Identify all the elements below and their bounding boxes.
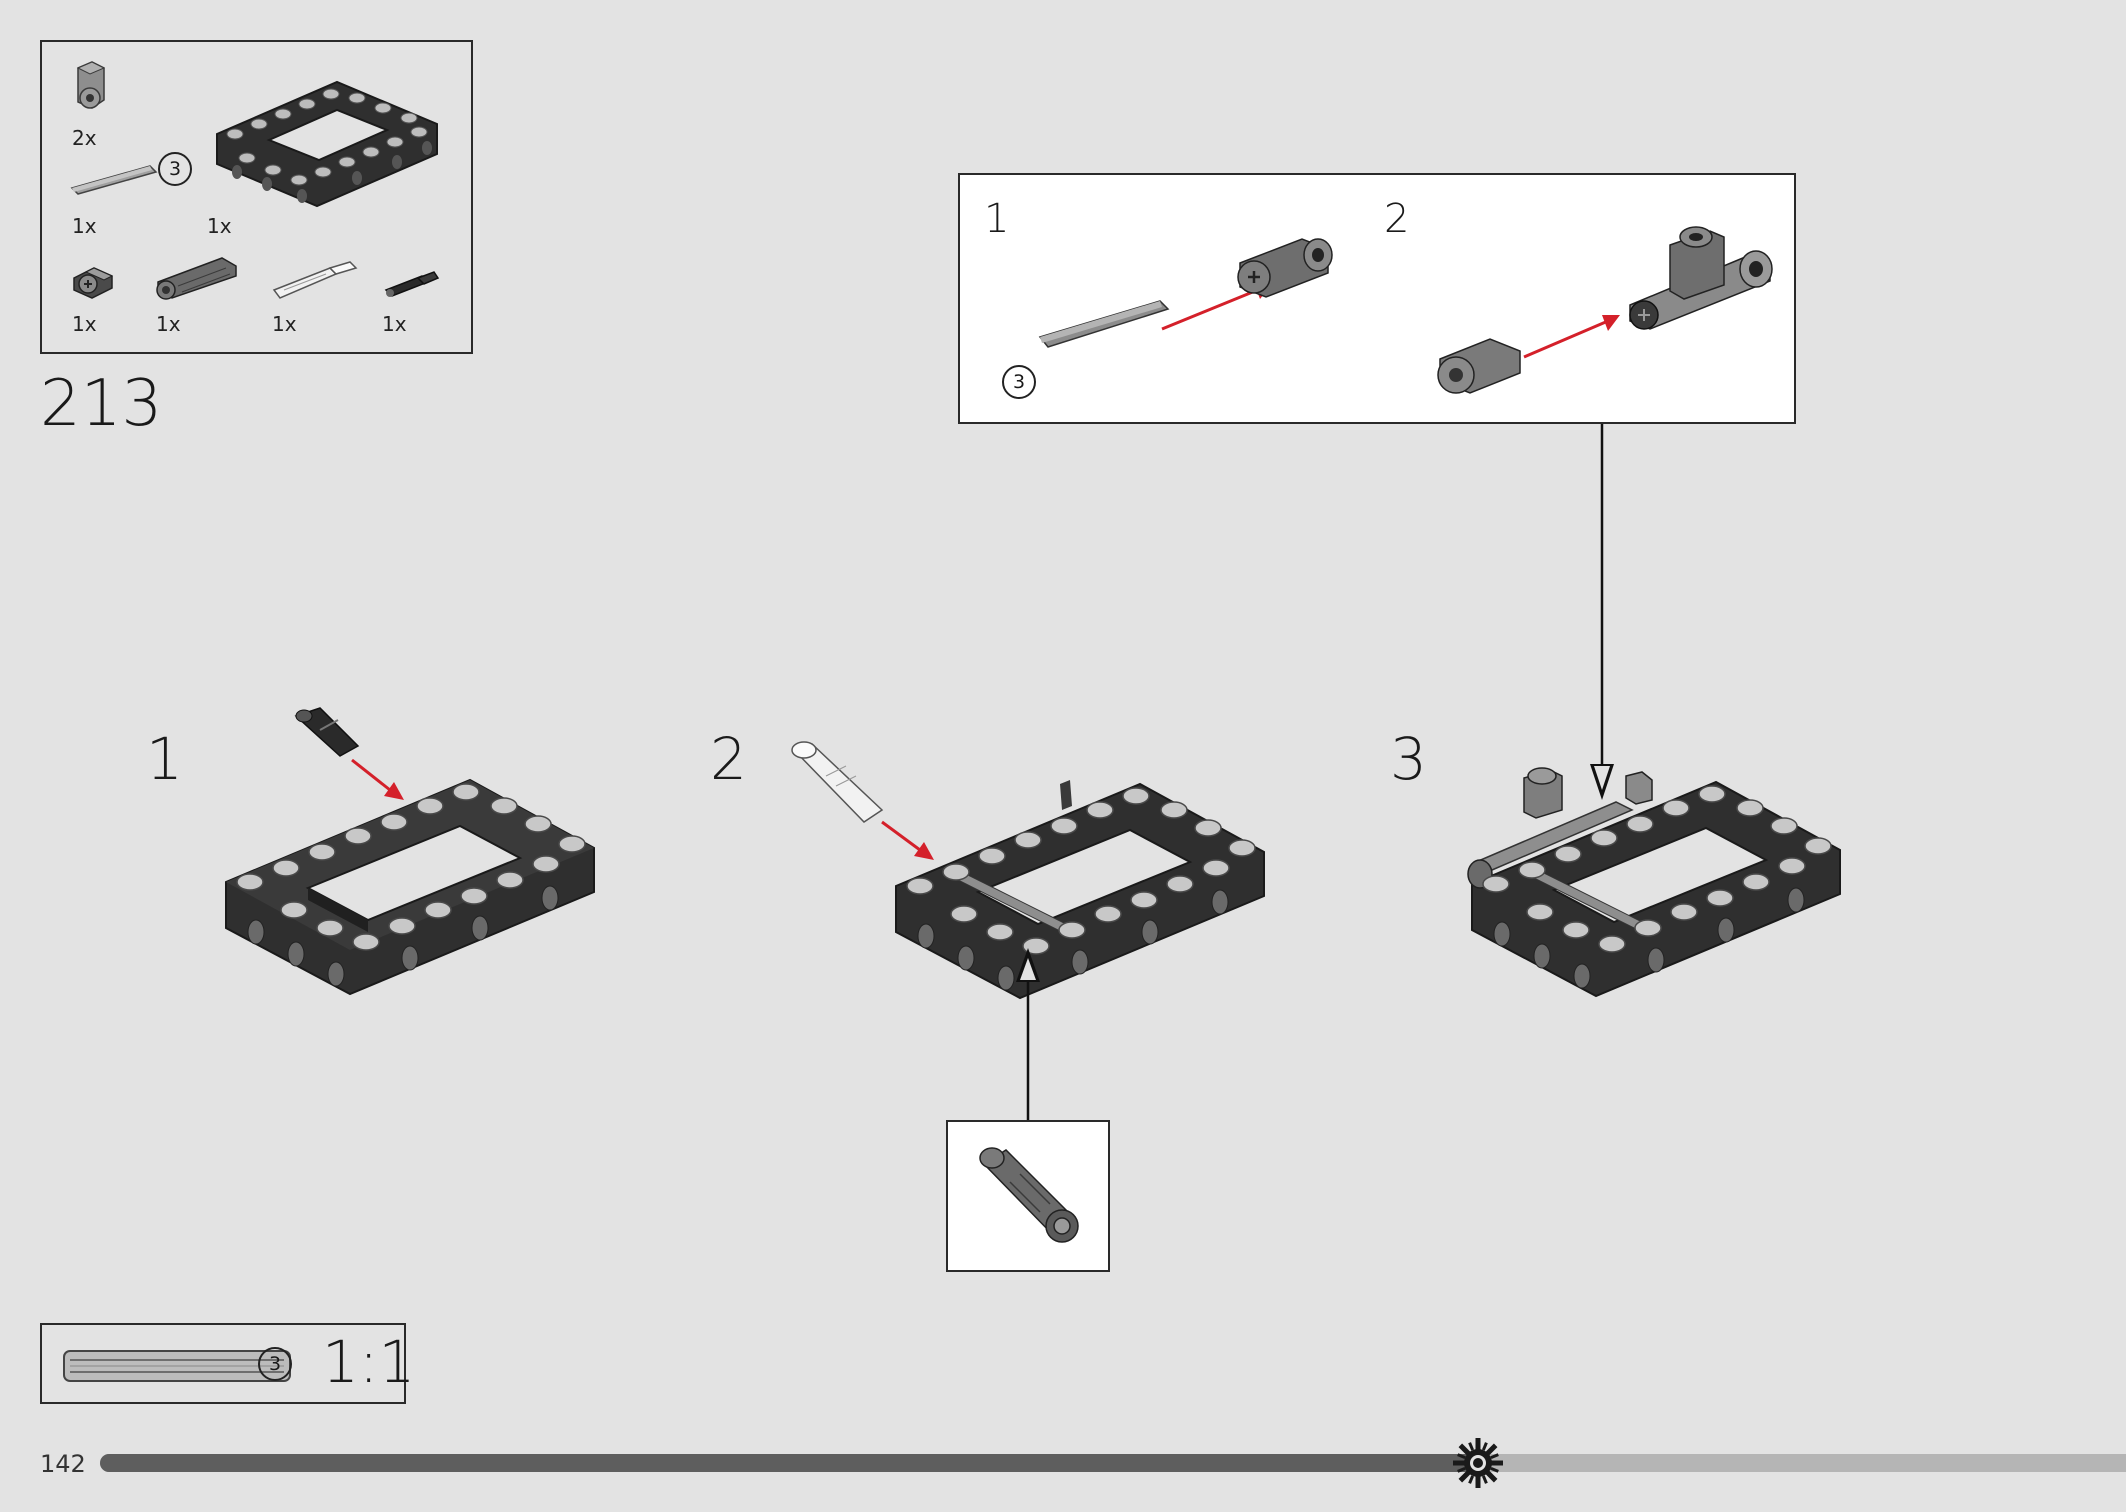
axle-pin-icon [272,261,358,299]
cross-block-icon [73,267,114,299]
substep-2-beam-frame [895,780,1265,1000]
substep-1-arrow [351,758,404,800]
step-number: 213 [40,367,163,441]
scale-length-marker: 3 [258,1347,292,1381]
pin-connector-icon [156,257,237,300]
progress-gear-icon [1453,1438,1503,1488]
callout-axle-length-marker: 3 [1002,365,1036,399]
substep-2-axle-pin-icon [791,741,884,823]
callout-pointer-line [1590,424,1614,800]
substep-2-label: 2 [710,725,747,793]
callout-arrow-2 [1523,315,1620,359]
parts-qty-cross-block: 1x [72,312,97,336]
parts-qty-pin-connector: 1x [156,312,181,336]
beam-frame-icon [216,80,438,208]
parts-list-box: 2x 1x 3 1x 1x [40,40,473,354]
callout-axle-icon [1038,300,1170,348]
substep-3-assembly [1467,767,1841,998]
callout-small-connector-icon [1437,338,1521,394]
substep-3-label: 3 [1390,725,1427,793]
progress-bar-track [100,1438,2126,1488]
progress-bar-fill [100,1454,1478,1472]
substep-1-friction-pin-icon [294,707,360,757]
axle-3-icon [70,165,158,195]
callout-assembly-icon [1629,226,1773,330]
substep-2-callout-box [946,1120,1110,1272]
substep-2-pointer-line [1016,948,1040,1124]
parts-qty-beam-frame: 1x [207,214,232,238]
parts-qty-axle-3: 1x [72,214,97,238]
callout-step-1-label: 1 [984,196,1010,242]
friction-pin-icon [384,271,440,297]
parts-axle-length-marker: 3 [158,152,192,186]
axle-connector-icon [76,61,106,109]
substep-2-pin-connector-icon [979,1147,1079,1243]
callout-box: 1 2 3 [958,173,1796,424]
substep-2-arrow [881,820,934,860]
substep-1-beam-frame [225,778,595,996]
parts-qty-axle-connector: 2x [72,126,97,150]
scale-ratio: 1:1 [322,1328,416,1396]
substep-1-label: 1 [146,725,183,793]
callout-connector-icon [1237,238,1333,298]
parts-qty-axle-pin: 1x [272,312,297,336]
callout-step-2-label: 2 [1384,196,1410,242]
page-number: 142 [40,1450,86,1478]
parts-qty-friction-pin: 1x [382,312,407,336]
scale-axle-icon [63,1350,291,1382]
scale-reference-box: 3 1:1 [40,1323,415,1404]
